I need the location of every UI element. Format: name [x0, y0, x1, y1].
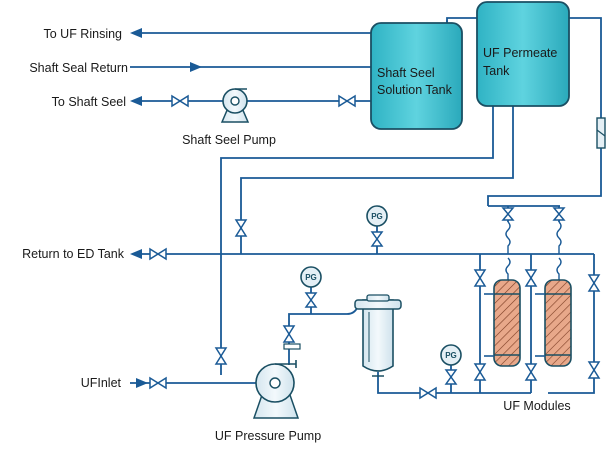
- label-uf-inlet: UFInlet: [81, 376, 122, 390]
- label-uf-pressure-pump: UF Pressure Pump: [215, 429, 321, 443]
- valve-right-top: [587, 274, 601, 292]
- pressure-gauge-module: PG: [440, 344, 462, 366]
- pipe-seel-tank-down: [220, 103, 494, 375]
- valve-seel-down: [214, 347, 228, 365]
- uf-module-2: [535, 279, 572, 367]
- valve-pump-discharge: [282, 325, 296, 343]
- pipe-permeate-right: [487, 17, 602, 206]
- label-return-to-ed-tank: Return to ED Tank: [22, 247, 125, 261]
- piping: [130, 17, 602, 394]
- valve-module2-top: [552, 207, 566, 221]
- arrow-uf-inlet: [136, 378, 148, 388]
- cartridge-filter: [354, 294, 402, 377]
- valve-uf-inlet: [149, 376, 167, 390]
- valve-to-shaft-seel-1: [171, 94, 189, 108]
- svg-text:PG: PG: [305, 273, 317, 282]
- valve-filter-outlet: [419, 386, 437, 400]
- valve-module2-left-top: [524, 269, 538, 287]
- pipe-pump-discharge: [288, 313, 347, 365]
- valve-module1-top: [501, 207, 515, 221]
- flex-hoses: [505, 221, 562, 280]
- pipe-filter-outlet: [377, 372, 480, 394]
- label-to-shaft-seel: To Shaft Seel: [52, 95, 126, 109]
- arrow-to-uf-rinsing: [130, 28, 142, 38]
- valve-permeate-down: [234, 219, 248, 237]
- uf-permeate-tank-label-1: UF Permeate: [483, 46, 557, 60]
- uf-pressure-pump: [252, 343, 301, 419]
- uf-permeate-tank: UF Permeate Tank: [476, 1, 570, 107]
- valve-module1-left-top: [473, 269, 487, 287]
- svg-text:PG: PG: [371, 212, 383, 221]
- valve-module1-left-bottom: [473, 363, 487, 381]
- label-uf-modules: UF Modules: [503, 399, 570, 413]
- valve-to-shaft-seel-2: [338, 94, 356, 108]
- flow-meter: [596, 117, 606, 149]
- uf-module-1: [484, 279, 521, 367]
- pressure-gauge-header: PG: [366, 205, 388, 227]
- pressure-gauge-pump: PG: [300, 266, 322, 288]
- valve-return-ed: [149, 247, 167, 261]
- shaft-seel-tank-label-2: Solution Tank: [377, 83, 453, 97]
- valve-right-bottom: [587, 361, 601, 379]
- uf-permeate-tank-label-2: Tank: [483, 64, 510, 78]
- valve-module2-left-bottom: [524, 363, 538, 381]
- arrow-return-ed: [130, 249, 142, 259]
- pipe-permeate-down: [240, 103, 514, 254]
- valve-pg-pump: [304, 292, 318, 308]
- arrow-to-shaft-seel: [130, 96, 142, 106]
- shaft-seel-tank: Shaft Seel Solution Tank: [370, 22, 463, 130]
- label-shaft-seel-pump: Shaft Seel Pump: [182, 133, 276, 147]
- shaft-seel-pump: [220, 88, 250, 123]
- label-to-uf-rinsing: To UF Rinsing: [44, 27, 123, 41]
- shaft-seel-tank-label-1: Shaft Seel: [377, 66, 435, 80]
- valves: [149, 94, 601, 400]
- flow-arrows: [130, 28, 202, 388]
- svg-text:PG: PG: [445, 351, 457, 360]
- arrow-shaft-seal-return: [190, 62, 202, 72]
- label-shaft-seal-return: Shaft Seal Return: [29, 61, 128, 75]
- valve-pg-module: [444, 369, 458, 385]
- valve-pg-header: [370, 231, 384, 247]
